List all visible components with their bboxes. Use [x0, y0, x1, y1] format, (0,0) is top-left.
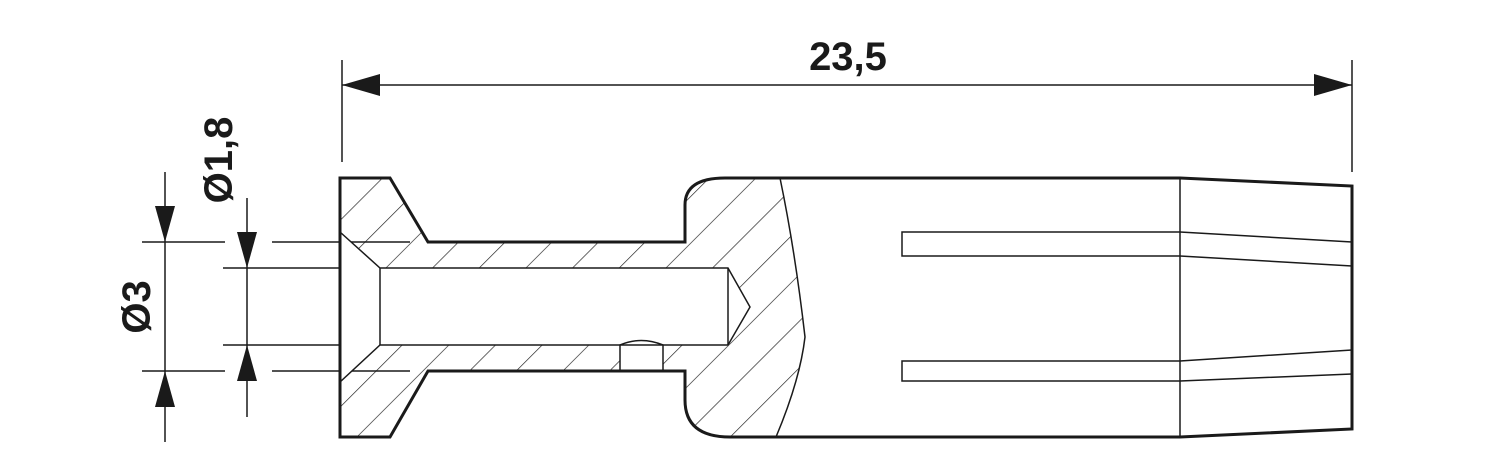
arrow-right-icon: [1314, 74, 1352, 96]
body-outline: [776, 176, 1354, 439]
arrow-up-icon: [155, 371, 175, 407]
break-line: [775, 177, 806, 438]
section-outline: [338, 176, 780, 439]
arrow-down-icon: [237, 232, 257, 268]
inspection-hole: [619, 339, 664, 371]
contact-body: [776, 176, 1354, 439]
arrow-up-icon: [237, 345, 257, 381]
slot-top: [901, 231, 1353, 267]
section-view: [338, 176, 806, 439]
arrow-down-icon: [155, 206, 175, 242]
bore-diameter-label: Ø1,8: [197, 117, 241, 204]
bore-diameter-dimension: Ø1,8: [197, 117, 363, 417]
length-dimension: 23,5: [341, 35, 1353, 172]
slot-bottom: [901, 349, 1353, 382]
outer-diameter-label: Ø3: [115, 280, 159, 333]
arrow-left-icon: [342, 74, 380, 96]
length-label: 23,5: [809, 35, 887, 79]
